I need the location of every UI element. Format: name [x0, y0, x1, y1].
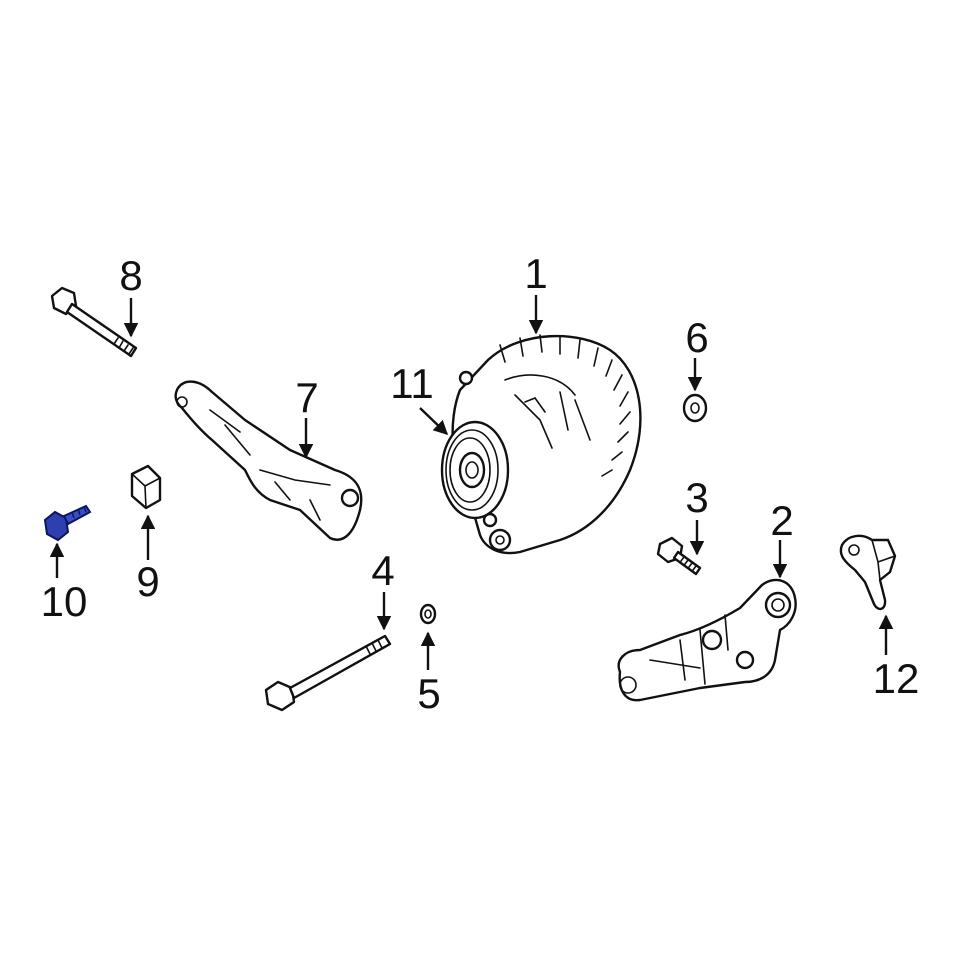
mounting-bracket[interactable] [617, 578, 797, 702]
callout-5: 5 [417, 670, 440, 717]
callout-7: 7 [295, 374, 318, 421]
long-bolt-4[interactable] [264, 634, 392, 712]
callout-12: 12 [873, 655, 920, 702]
alternator[interactable] [440, 334, 642, 555]
bolt-3[interactable] [656, 536, 702, 576]
callout-9: 9 [136, 558, 159, 605]
callout-10: 10 [41, 578, 88, 625]
bolt-8[interactable] [50, 286, 138, 358]
callout-6: 6 [685, 314, 708, 361]
callout-2: 2 [770, 497, 793, 544]
leader-11 [419, 407, 449, 435]
washer-6[interactable] [682, 393, 708, 423]
alternator-pulley[interactable] [440, 420, 510, 520]
callout-1: 1 [524, 250, 547, 297]
callout-4: 4 [371, 547, 394, 594]
callout-8: 8 [119, 252, 142, 299]
callout-11: 11 [390, 360, 434, 407]
spacer-9[interactable] [130, 464, 162, 510]
clip-12[interactable] [839, 534, 897, 611]
callout-3: 3 [685, 474, 708, 521]
washer-5[interactable] [419, 603, 437, 625]
bolt-10-highlighted[interactable] [43, 504, 92, 542]
bracket-7[interactable] [174, 380, 363, 541]
